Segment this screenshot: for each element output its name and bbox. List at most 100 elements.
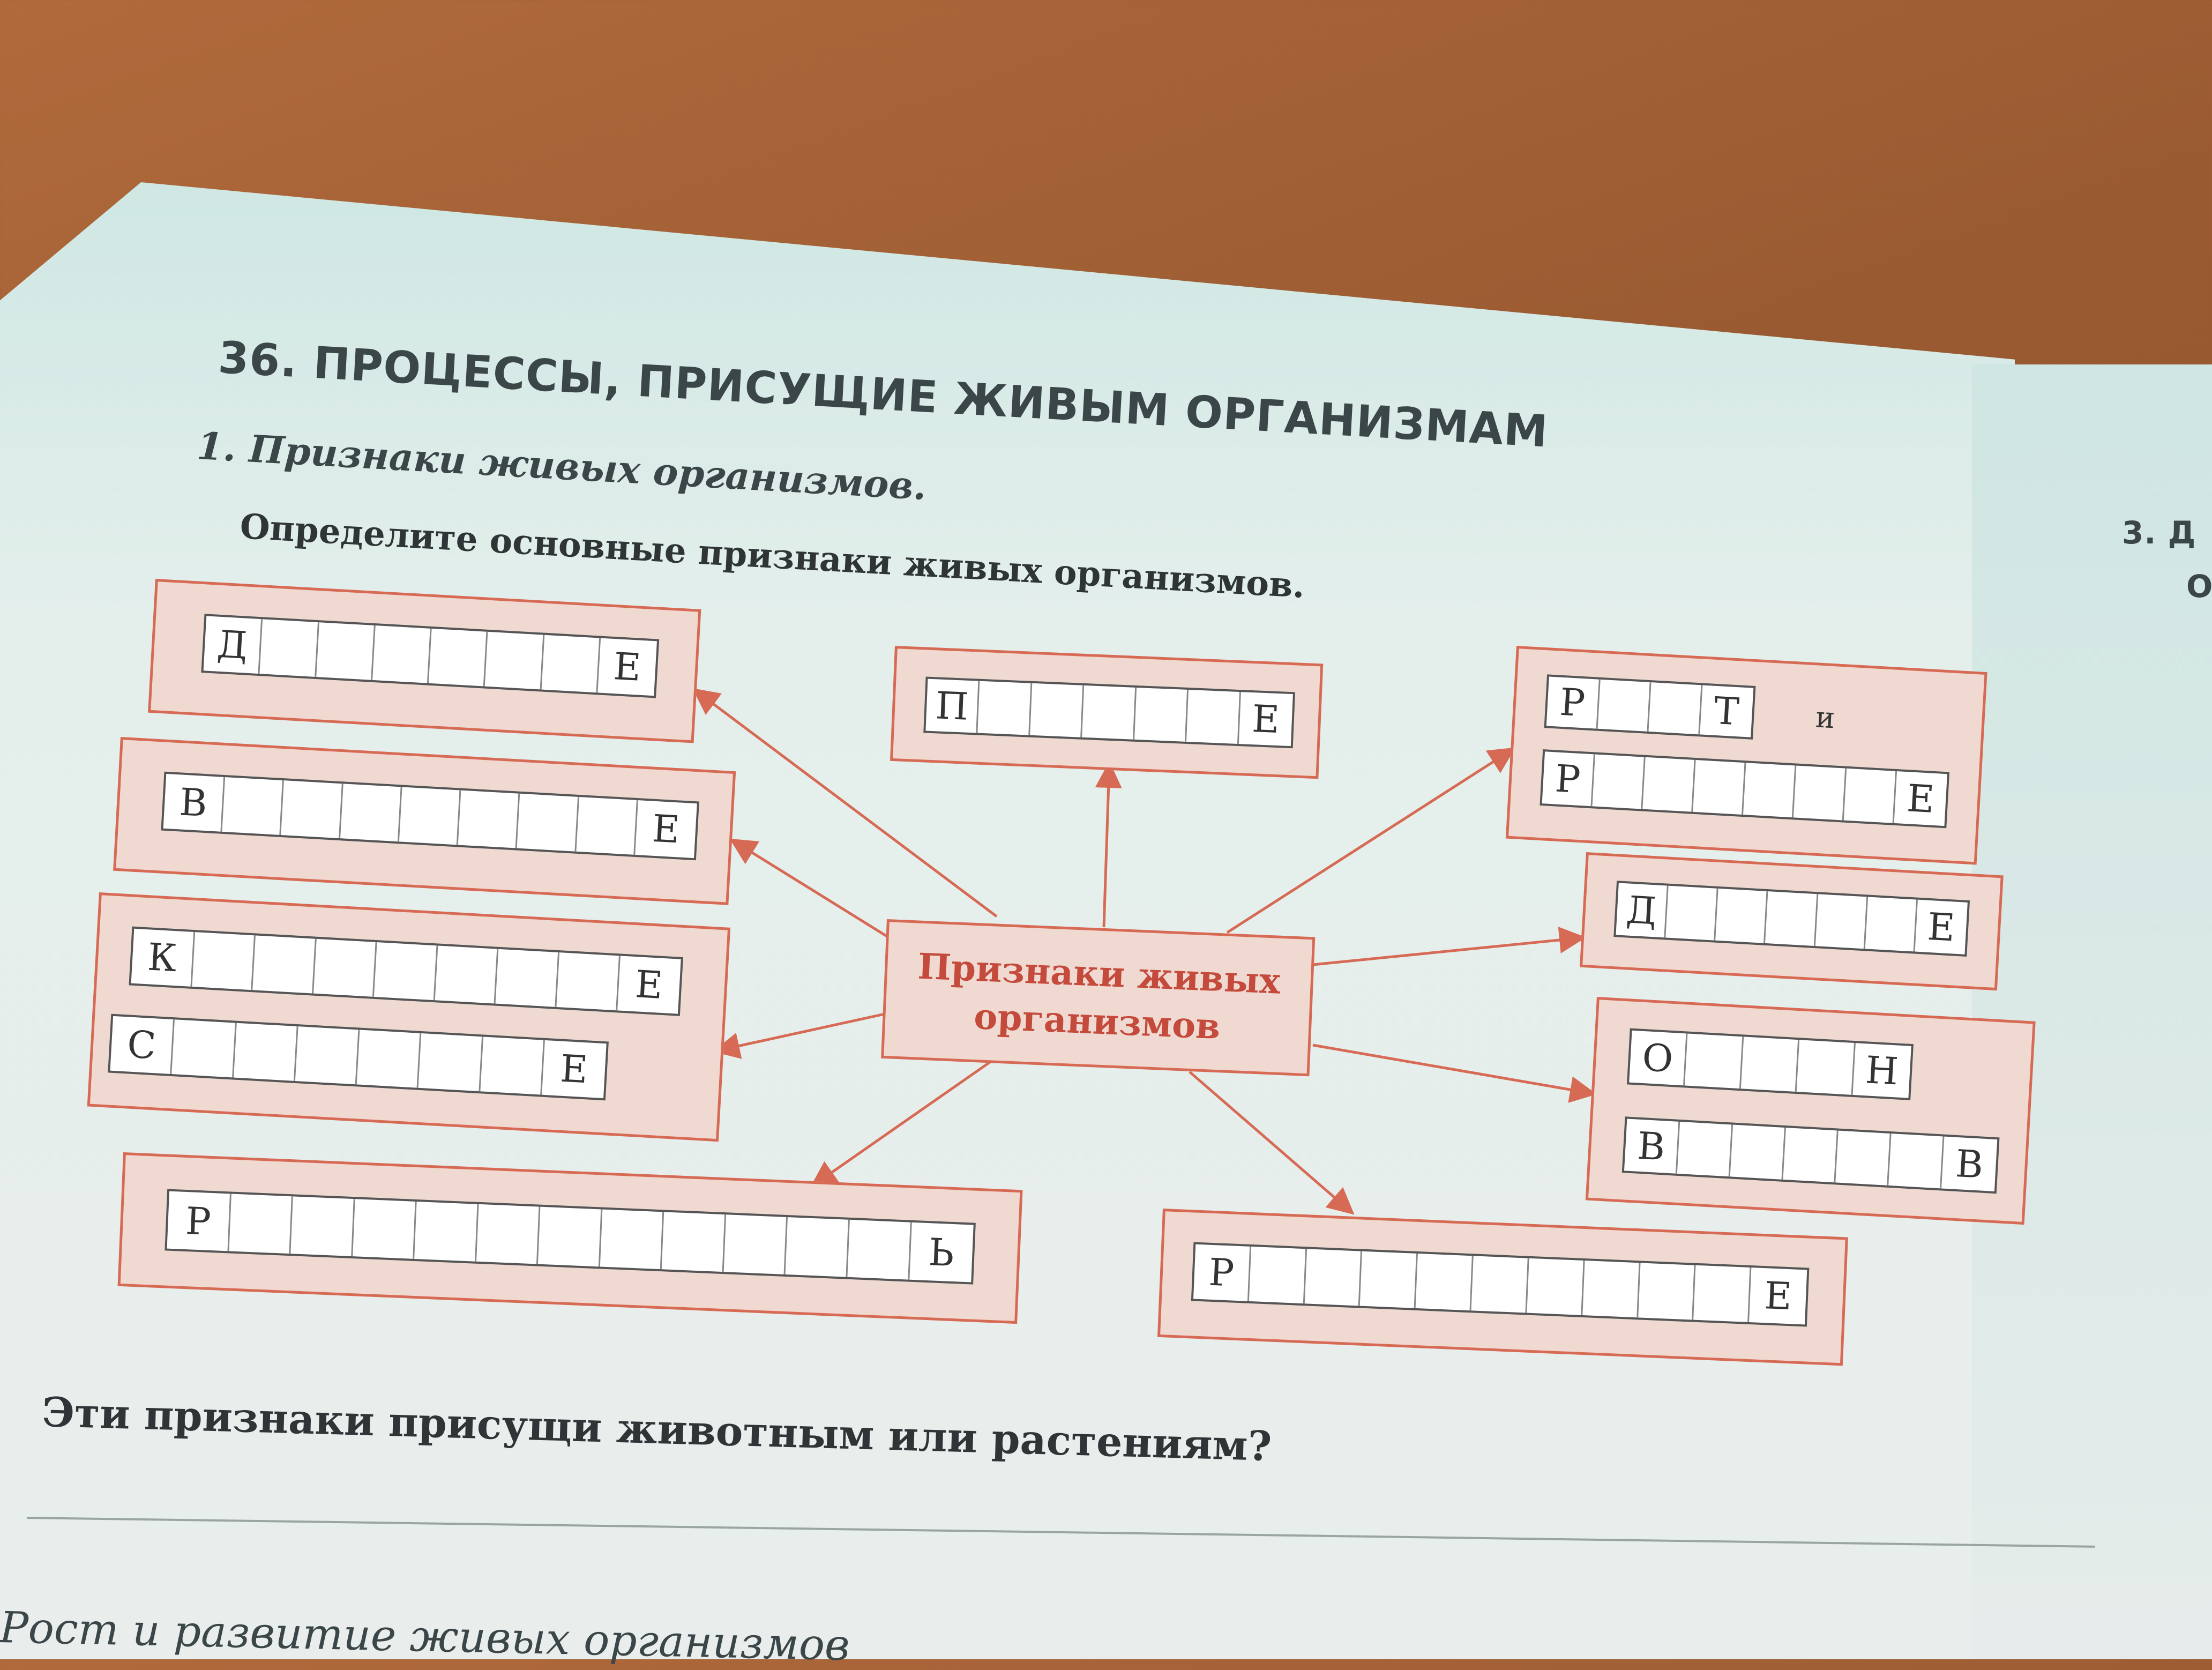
empty-cell[interactable]: [252, 935, 317, 994]
empty-cell[interactable]: [1796, 1040, 1856, 1095]
empty-cell[interactable]: [1685, 1033, 1744, 1089]
empty-cell[interactable]: [1693, 760, 1746, 815]
box-r1: Р Т и Р Е: [1505, 646, 1987, 865]
letter-cell: Е: [612, 644, 642, 690]
arrow-to-bottom-left: [810, 1060, 992, 1188]
answer-row-l2[interactable]: В Е: [161, 771, 699, 861]
right-page: 3. Д О: [1972, 364, 2212, 1659]
empty-cell[interactable]: [600, 1209, 664, 1270]
empty-cell[interactable]: [576, 796, 638, 855]
empty-cell[interactable]: [1527, 1258, 1585, 1315]
empty-cell[interactable]: [1888, 1134, 1945, 1189]
answer-row-r2[interactable]: Д Е: [1613, 881, 1970, 957]
empty-cell[interactable]: [1835, 1130, 1892, 1186]
empty-cell[interactable]: [259, 619, 319, 677]
empty-cell[interactable]: [1638, 1263, 1696, 1320]
empty-cell[interactable]: [1648, 682, 1702, 735]
empty-cell[interactable]: [662, 1212, 727, 1272]
empty-cell[interactable]: [1134, 687, 1189, 742]
empty-cell[interactable]: [1304, 1249, 1363, 1306]
empty-cell[interactable]: [1783, 1128, 1839, 1183]
answer-row-l1[interactable]: Д Е: [201, 614, 660, 698]
answer-row-l3a[interactable]: К Е: [129, 926, 683, 1016]
empty-cell[interactable]: [1415, 1254, 1474, 1311]
empty-cell[interactable]: [222, 777, 285, 836]
empty-cell[interactable]: [1597, 679, 1651, 732]
empty-cell[interactable]: [290, 1196, 355, 1257]
empty-cell[interactable]: [352, 1199, 417, 1259]
answer-row-bottom-right[interactable]: Р Е: [1191, 1242, 1810, 1327]
empty-cell[interactable]: [1582, 1261, 1641, 1318]
letter-cell: В: [1954, 1141, 1985, 1187]
box-top-middle: П Е: [890, 646, 1324, 779]
empty-cell[interactable]: [476, 1204, 541, 1264]
letter-cell: К: [131, 928, 195, 987]
empty-cell[interactable]: [1715, 888, 1768, 943]
empty-cell[interactable]: [414, 1202, 479, 1262]
empty-cell[interactable]: [977, 681, 1033, 735]
empty-cell[interactable]: [1665, 885, 1718, 941]
empty-cell[interactable]: [847, 1219, 912, 1280]
empty-cell[interactable]: [228, 1194, 293, 1254]
empty-cell[interactable]: [295, 1026, 360, 1085]
empty-cell[interactable]: [1740, 1037, 1800, 1092]
empty-cell[interactable]: [340, 784, 402, 842]
right-page-item: 3. Д: [2122, 515, 2196, 551]
empty-cell[interactable]: [495, 949, 560, 1007]
empty-cell[interactable]: [1592, 754, 1646, 809]
answer-row-r1a[interactable]: Р Т: [1544, 674, 1756, 740]
empty-cell[interactable]: [435, 945, 499, 1004]
empty-cell[interactable]: [399, 787, 461, 845]
empty-cell[interactable]: [538, 1206, 603, 1267]
empty-cell[interactable]: [1765, 891, 1818, 946]
empty-cell[interactable]: [786, 1217, 850, 1277]
answer-row-l3b[interactable]: С Е: [108, 1013, 609, 1101]
empty-cell[interactable]: [192, 932, 256, 990]
empty-cell[interactable]: [1360, 1251, 1418, 1308]
empty-cell[interactable]: [281, 780, 343, 839]
empty-cell[interactable]: [480, 1037, 545, 1095]
empty-cell[interactable]: [1693, 1265, 1752, 1323]
empty-cell[interactable]: [1249, 1246, 1307, 1304]
letter-cell: Д: [1616, 883, 1669, 938]
empty-cell[interactable]: [1471, 1256, 1529, 1313]
answer-row-r3a[interactable]: О Н: [1626, 1028, 1914, 1100]
empty-cell[interactable]: [374, 942, 438, 1001]
empty-cell[interactable]: [1186, 690, 1241, 744]
answer-row-bottom-left[interactable]: Р Ь: [165, 1189, 976, 1285]
empty-cell[interactable]: [1082, 685, 1137, 740]
arrow-to-top-middle: [1095, 761, 1122, 928]
empty-cell[interactable]: [485, 631, 544, 690]
letter-cell: Р: [1542, 751, 1595, 807]
empty-cell[interactable]: [372, 625, 432, 683]
empty-cell[interactable]: [356, 1030, 422, 1088]
answer-row-top-middle[interactable]: П Е: [923, 676, 1296, 749]
empty-cell[interactable]: [541, 635, 601, 693]
empty-cell[interactable]: [1865, 897, 1918, 952]
empty-cell[interactable]: [418, 1033, 483, 1092]
empty-cell[interactable]: [1793, 765, 1847, 821]
empty-cell[interactable]: [171, 1019, 237, 1078]
empty-cell[interactable]: [428, 628, 488, 687]
empty-cell[interactable]: [1677, 1122, 1733, 1177]
letter-cell: Д: [203, 616, 263, 674]
empty-cell[interactable]: [316, 622, 376, 680]
answer-row-r3b[interactable]: В В: [1621, 1116, 2000, 1194]
empty-cell[interactable]: [1642, 757, 1696, 812]
empty-cell[interactable]: [1743, 763, 1797, 818]
empty-cell[interactable]: [1030, 683, 1085, 737]
letter-cell: В: [1624, 1119, 1680, 1174]
empty-cell[interactable]: [1730, 1124, 1786, 1180]
empty-cell[interactable]: [517, 793, 579, 852]
center-line-2: организмов: [973, 995, 1221, 1048]
empty-cell[interactable]: [1843, 768, 1897, 823]
empty-cell[interactable]: [723, 1214, 788, 1274]
answer-row-r1b[interactable]: Р Е: [1540, 749, 1950, 829]
box-r3: О Н В В: [1585, 997, 2036, 1225]
empty-cell[interactable]: [556, 952, 621, 1011]
empty-cell[interactable]: [313, 938, 377, 997]
empty-cell[interactable]: [458, 790, 520, 848]
empty-cell[interactable]: [1815, 894, 1868, 949]
letter-cell: Е: [1251, 696, 1281, 742]
empty-cell[interactable]: [233, 1023, 298, 1081]
